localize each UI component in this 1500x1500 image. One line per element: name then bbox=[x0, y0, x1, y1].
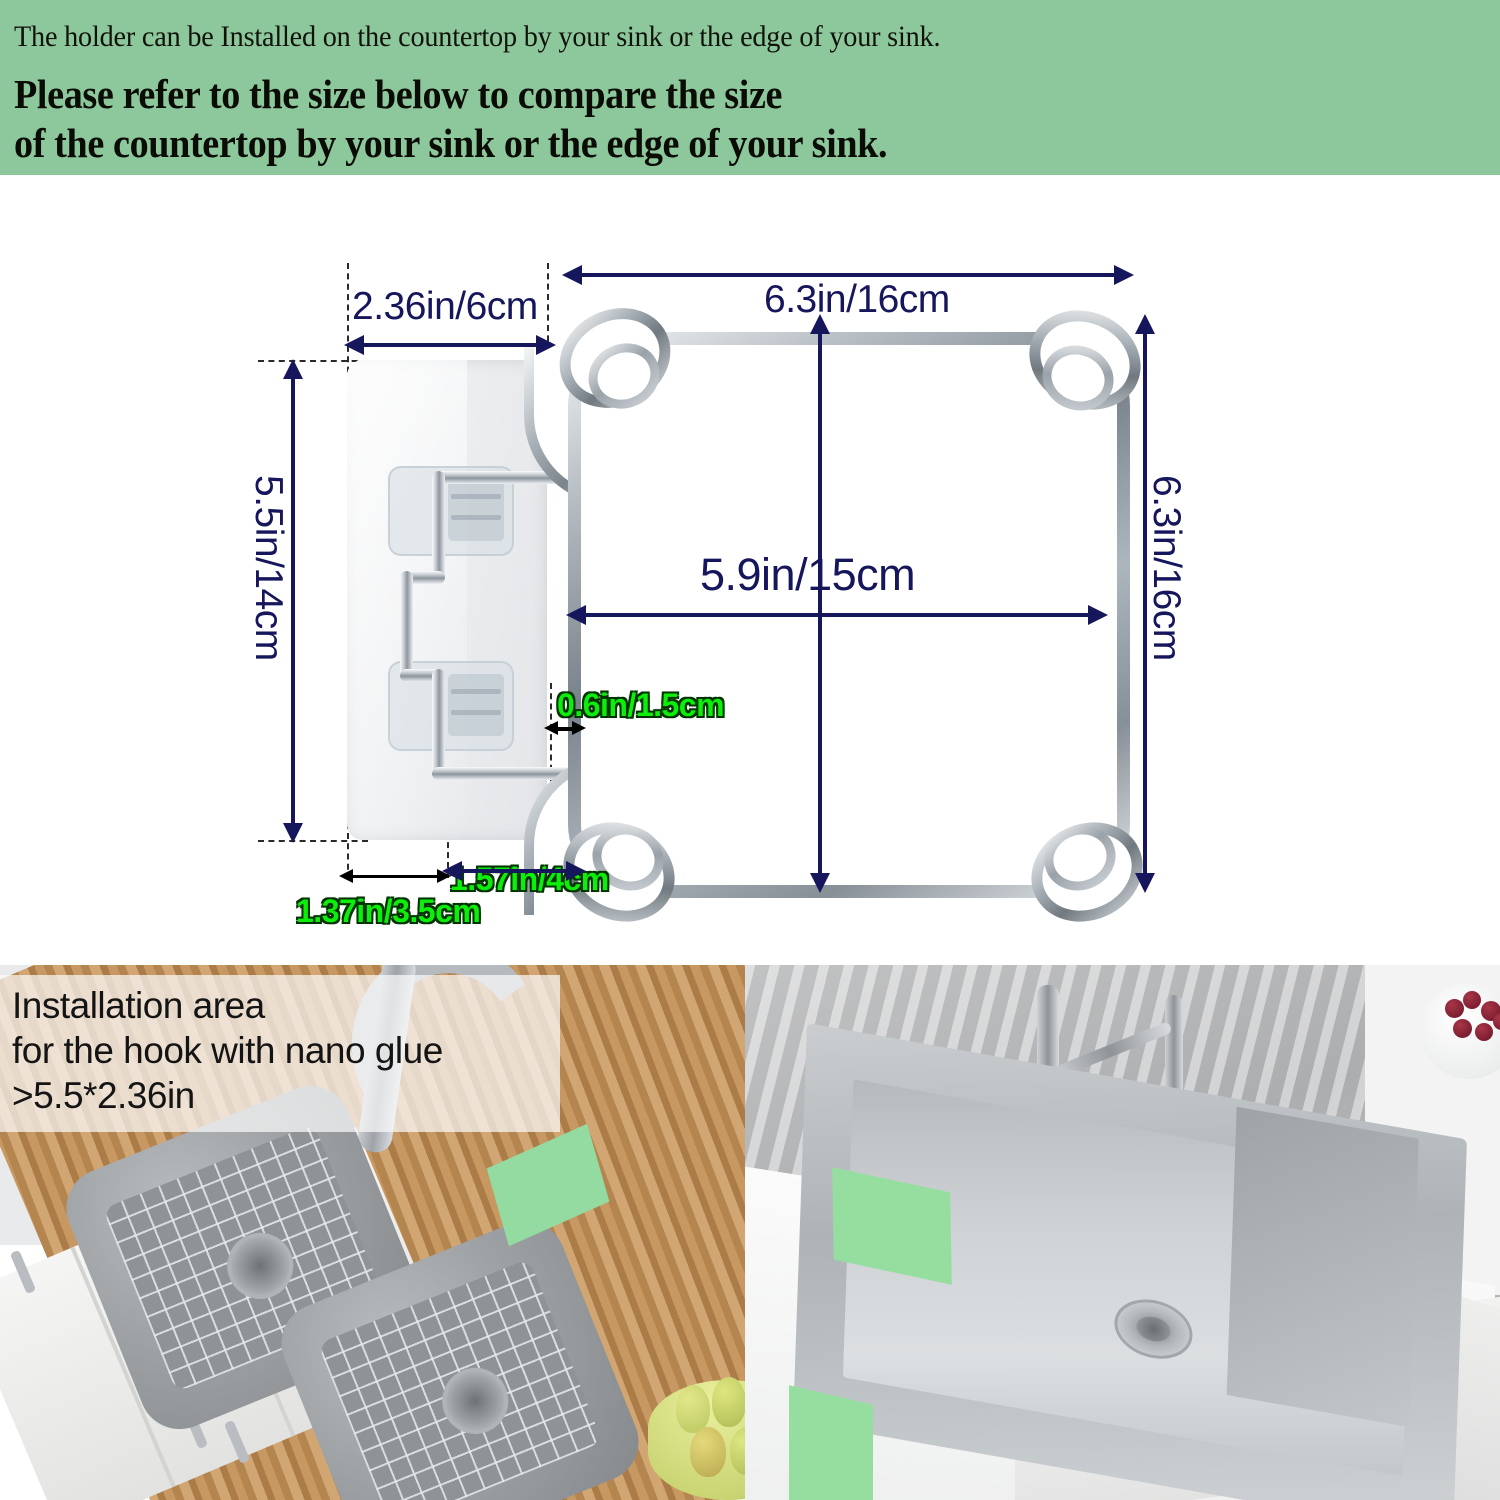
guide-pad-left bbox=[347, 263, 349, 383]
guide-pad-right bbox=[547, 263, 549, 393]
arrowhead-left bbox=[344, 335, 364, 355]
arrowhead-down bbox=[810, 873, 830, 893]
cherry bbox=[1493, 1013, 1500, 1030]
clip-slot bbox=[447, 674, 504, 736]
hook-clip-bottom bbox=[388, 661, 514, 751]
sink-drain bbox=[1113, 1293, 1194, 1365]
dim-label-rack-width: 6.3in/16cm bbox=[764, 278, 950, 321]
bracket-wire-left-lower bbox=[432, 669, 445, 779]
dim-label-pad-width: 2.36in/6cm bbox=[352, 285, 538, 328]
dim-line-pad-height bbox=[291, 375, 295, 825]
dim-line-pad-width bbox=[360, 343, 540, 347]
dim-line-rack-height bbox=[1143, 330, 1147, 875]
drain-center bbox=[1135, 1313, 1172, 1345]
dim-label-hook-gap: 0.6in/1.5cm bbox=[557, 687, 725, 723]
arrowhead-up bbox=[1135, 314, 1155, 334]
arrowhead-down bbox=[283, 823, 303, 843]
dimension-diagram: 2.36in/6cm 6.3in/16cm 5.5in/14cm 6.3in/1… bbox=[0, 175, 1500, 965]
guide-pad-top bbox=[258, 360, 368, 362]
dim-line-hook-gap bbox=[556, 727, 580, 731]
dim-line-inner-width bbox=[582, 613, 1092, 617]
bracket-wire-left-upper bbox=[432, 471, 445, 581]
dim-line-rack-width bbox=[578, 273, 1118, 277]
cherry bbox=[1453, 1019, 1472, 1038]
arrowhead-left bbox=[562, 265, 582, 285]
install-area-marker-lower bbox=[789, 1385, 873, 1500]
arrowhead-up bbox=[283, 359, 303, 379]
arrowhead-right bbox=[536, 335, 556, 355]
arrowhead-up bbox=[810, 314, 830, 334]
bracket-wire-bottom bbox=[432, 767, 592, 780]
arrowhead-right bbox=[572, 721, 586, 735]
install-area-caption: Installation area for the hook with nano… bbox=[0, 975, 560, 1132]
banner-title: Please refer to the size below to compar… bbox=[14, 71, 888, 166]
arrowhead-left bbox=[339, 869, 353, 883]
header-banner: The holder can be Installed on the count… bbox=[0, 0, 1500, 175]
arrowhead-down bbox=[1135, 873, 1155, 893]
bracket-wire-mid bbox=[400, 571, 413, 681]
dim-line-inner-height bbox=[818, 330, 822, 875]
arrowhead-right bbox=[1114, 265, 1134, 285]
sink-ledge bbox=[1226, 1106, 1419, 1428]
dim-line-hook-offset bbox=[458, 869, 570, 873]
banner-subtitle: The holder can be Installed on the count… bbox=[14, 20, 941, 53]
arrowhead-left bbox=[544, 721, 558, 735]
caption-text: Installation area for the hook with nano… bbox=[12, 985, 443, 1116]
dim-label-pad-offset: 1.37in/3.5cm bbox=[296, 893, 481, 929]
dim-label-pad-height: 5.5in/14cm bbox=[247, 475, 290, 661]
pear bbox=[730, 1427, 745, 1475]
arrowhead-left bbox=[566, 605, 586, 625]
cherry bbox=[1463, 991, 1481, 1009]
clip-slot bbox=[447, 479, 504, 541]
photo-double-sink: Installation area for the hook with nano… bbox=[0, 965, 745, 1500]
cherry bbox=[1445, 999, 1464, 1018]
arrowhead-right bbox=[1088, 605, 1108, 625]
photo-single-sink bbox=[745, 965, 1500, 1500]
dim-label-inner-width: 5.9in/15cm bbox=[700, 549, 916, 600]
dim-label-rack-height: 6.3in/16cm bbox=[1145, 475, 1188, 661]
pear bbox=[712, 1377, 745, 1427]
dim-line-pad-offset bbox=[351, 875, 441, 878]
guide-pad-bottom bbox=[258, 840, 368, 842]
arrowhead-right bbox=[566, 861, 586, 881]
photo-strip: Installation area for the hook with nano… bbox=[0, 965, 1500, 1500]
pear bbox=[676, 1385, 710, 1433]
arrowhead-right bbox=[437, 869, 451, 883]
pear bbox=[690, 1427, 726, 1477]
cherry bbox=[1475, 1023, 1493, 1041]
